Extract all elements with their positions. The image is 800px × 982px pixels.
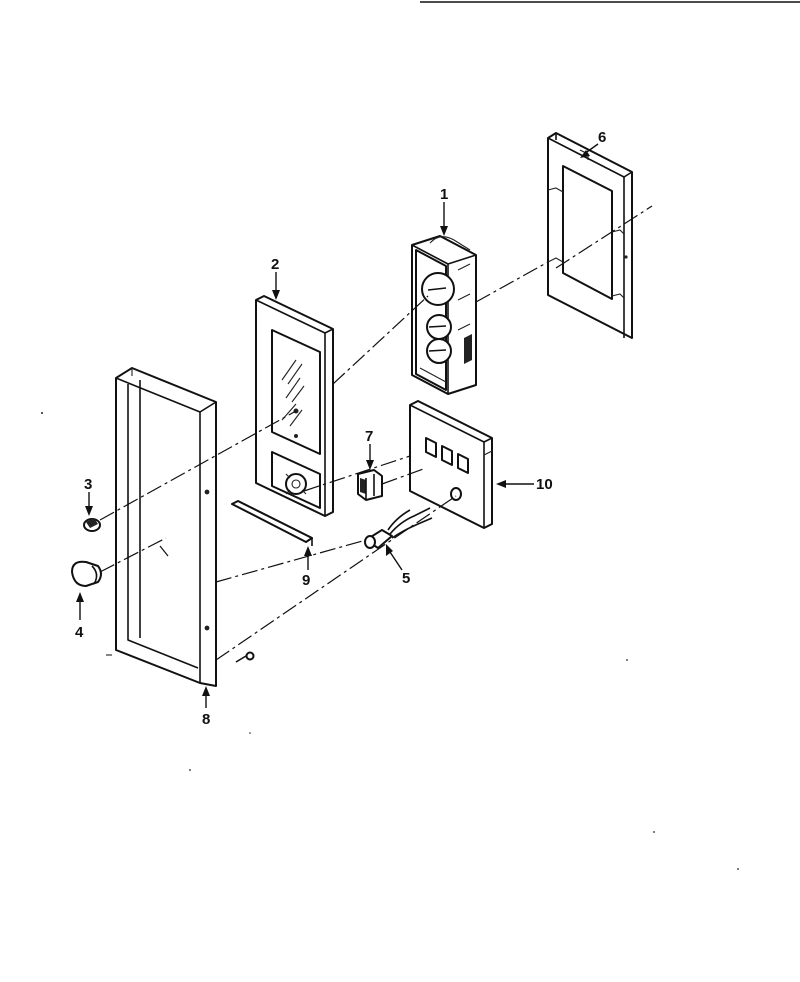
- alignment-lines: [99, 205, 653, 661]
- switch-bracket-icon: [409, 400, 493, 529]
- control-panel-icon: [255, 295, 334, 517]
- knob-icon: [83, 518, 101, 532]
- callout-9: 9: [302, 572, 310, 589]
- trim-strip-icon: [231, 500, 313, 546]
- lamp-socket-icon: [364, 507, 433, 549]
- callout-1: 1: [440, 186, 448, 203]
- switch-icon: [357, 469, 383, 501]
- callout-3: 3: [84, 476, 92, 493]
- screw-icon: [235, 651, 255, 663]
- knob-cap-icon: [71, 560, 102, 587]
- callout-7: 7: [365, 428, 373, 445]
- panel-frame-icon: [115, 367, 217, 687]
- callout-4: 4: [75, 624, 84, 641]
- callout-8: 8: [202, 711, 210, 728]
- callout-10: 10: [536, 476, 553, 493]
- callout-numbers: 1 2 3 4 5 6 7 8 9 10: [75, 129, 606, 728]
- callout-2: 2: [271, 256, 279, 273]
- callout-6: 6: [598, 129, 606, 146]
- callout-leaders: [76, 143, 599, 708]
- scan-specks: [41, 412, 739, 870]
- control-assembly-icon: [411, 235, 477, 395]
- callout-5: 5: [402, 570, 410, 587]
- mounting-bracket-icon: [547, 132, 633, 339]
